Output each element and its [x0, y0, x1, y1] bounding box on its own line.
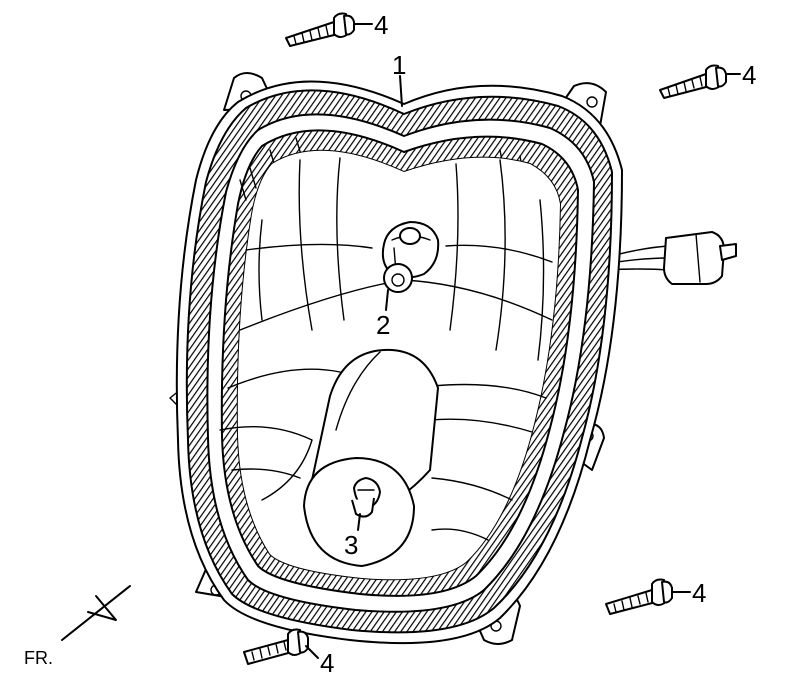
- callout-position-bulb: 3: [344, 530, 358, 560]
- leader-line: [399, 75, 403, 107]
- leader-line: [385, 289, 389, 311]
- position-bulb-socket: [303, 348, 439, 567]
- callout-headlight-bulb: 2: [376, 310, 390, 340]
- front-direction-arrow: [61, 585, 131, 641]
- leader-line: [357, 513, 361, 531]
- callout-screw: 4: [374, 10, 388, 40]
- callout-screw: 4: [692, 578, 706, 608]
- screw-top: [285, 12, 355, 47]
- screw-right-bottom: [605, 578, 673, 615]
- callout-screw: 4: [742, 60, 756, 90]
- screw-right-top: [659, 64, 727, 99]
- leader-line: [305, 645, 319, 659]
- wire-connector: [603, 231, 737, 285]
- direction-label: FR.: [24, 648, 53, 668]
- callout-headlight-assembly: 1: [392, 50, 406, 80]
- callout-screw: 4: [320, 648, 334, 678]
- screw-bottom: [243, 628, 309, 665]
- headlight-bulb: [381, 221, 440, 293]
